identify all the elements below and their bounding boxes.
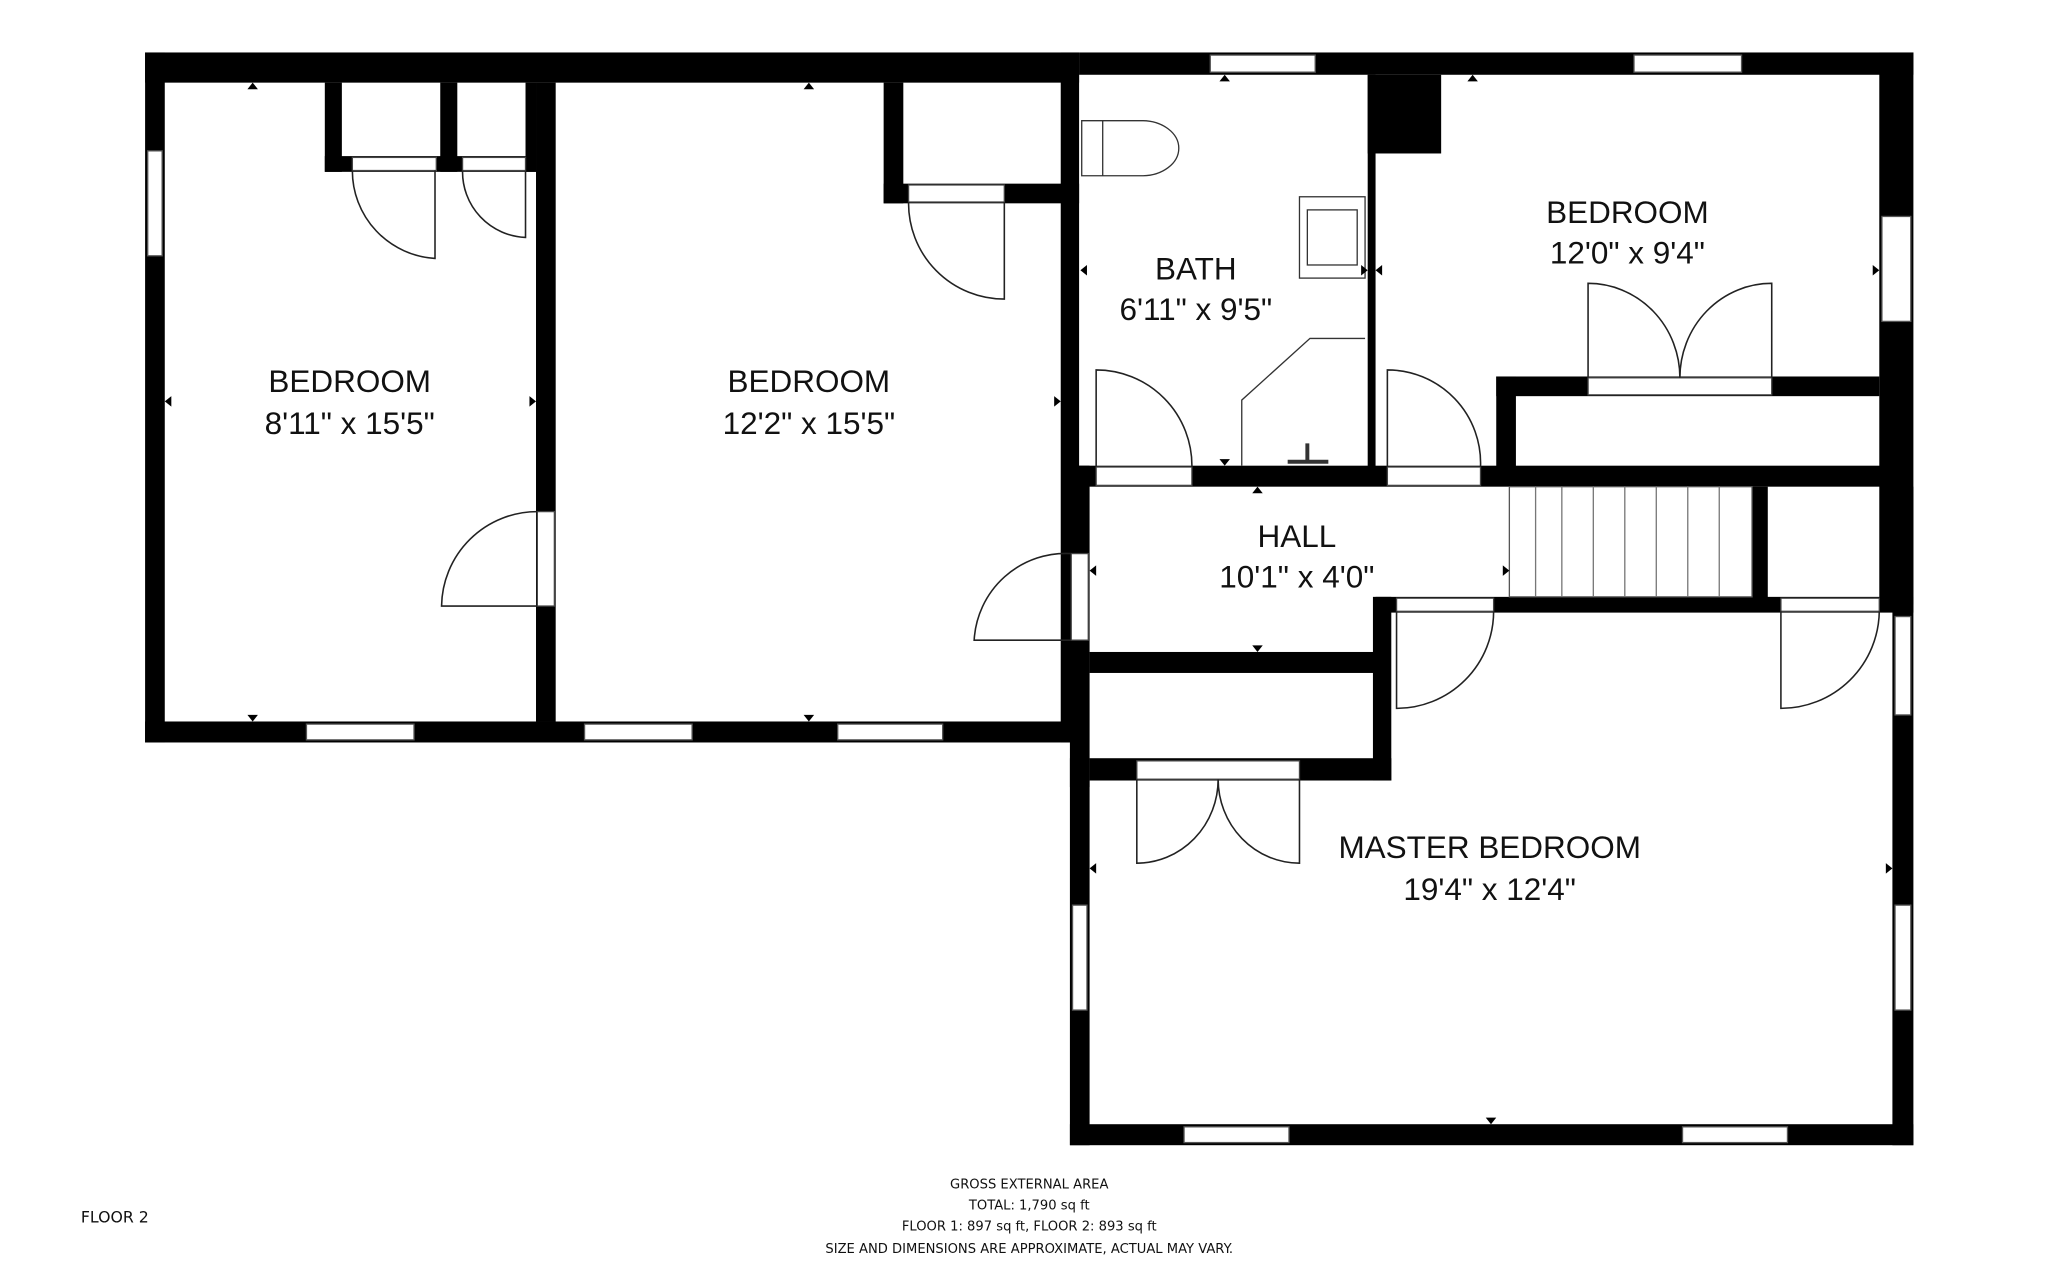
- room-size: 12'2" x 15'5": [723, 406, 896, 441]
- area-disclaimer: SIZE AND DIMENSIONS ARE APPROXIMATE, ACT…: [825, 1242, 1233, 1257]
- shower-icon: [1241, 337, 1366, 466]
- area-floors: FLOOR 1: 897 sq ft, FLOOR 2: 893 sq ft: [902, 1219, 1157, 1234]
- area-summary: GROSS EXTERNAL AREA TOTAL: 1,790 sq ft F…: [825, 1177, 1233, 1256]
- toilet-icon: [1081, 120, 1180, 177]
- room-size: 8'11" x 15'5": [265, 406, 435, 441]
- windows: [147, 54, 1912, 1144]
- bath-fixtures: [1081, 120, 1366, 466]
- room-name: MASTER BEDROOM: [1338, 830, 1640, 865]
- room-name: BEDROOM: [268, 364, 431, 399]
- doors: [351, 156, 1881, 864]
- room-name: BEDROOM: [728, 364, 891, 399]
- room-size: 12'0" x 9'4": [1550, 236, 1705, 271]
- room-name: HALL: [1257, 519, 1336, 554]
- stairs: [1508, 486, 1753, 598]
- room-name: BEDROOM: [1546, 195, 1709, 230]
- room-size: 19'4" x 12'4": [1403, 872, 1576, 907]
- room-labels: BEDROOM 8'11" x 15'5" BEDROOM 12'2" x 15…: [265, 195, 1709, 907]
- area-total: TOTAL: 1,790 sq ft: [968, 1198, 1090, 1213]
- area-title: GROSS EXTERNAL AREA: [950, 1177, 1108, 1192]
- room-name: BATH: [1155, 251, 1237, 286]
- room-size: 10'1" x 4'0": [1219, 560, 1374, 595]
- room-size: 6'11" x 9'5": [1119, 292, 1272, 327]
- floor-label: FLOOR 2: [81, 1208, 149, 1227]
